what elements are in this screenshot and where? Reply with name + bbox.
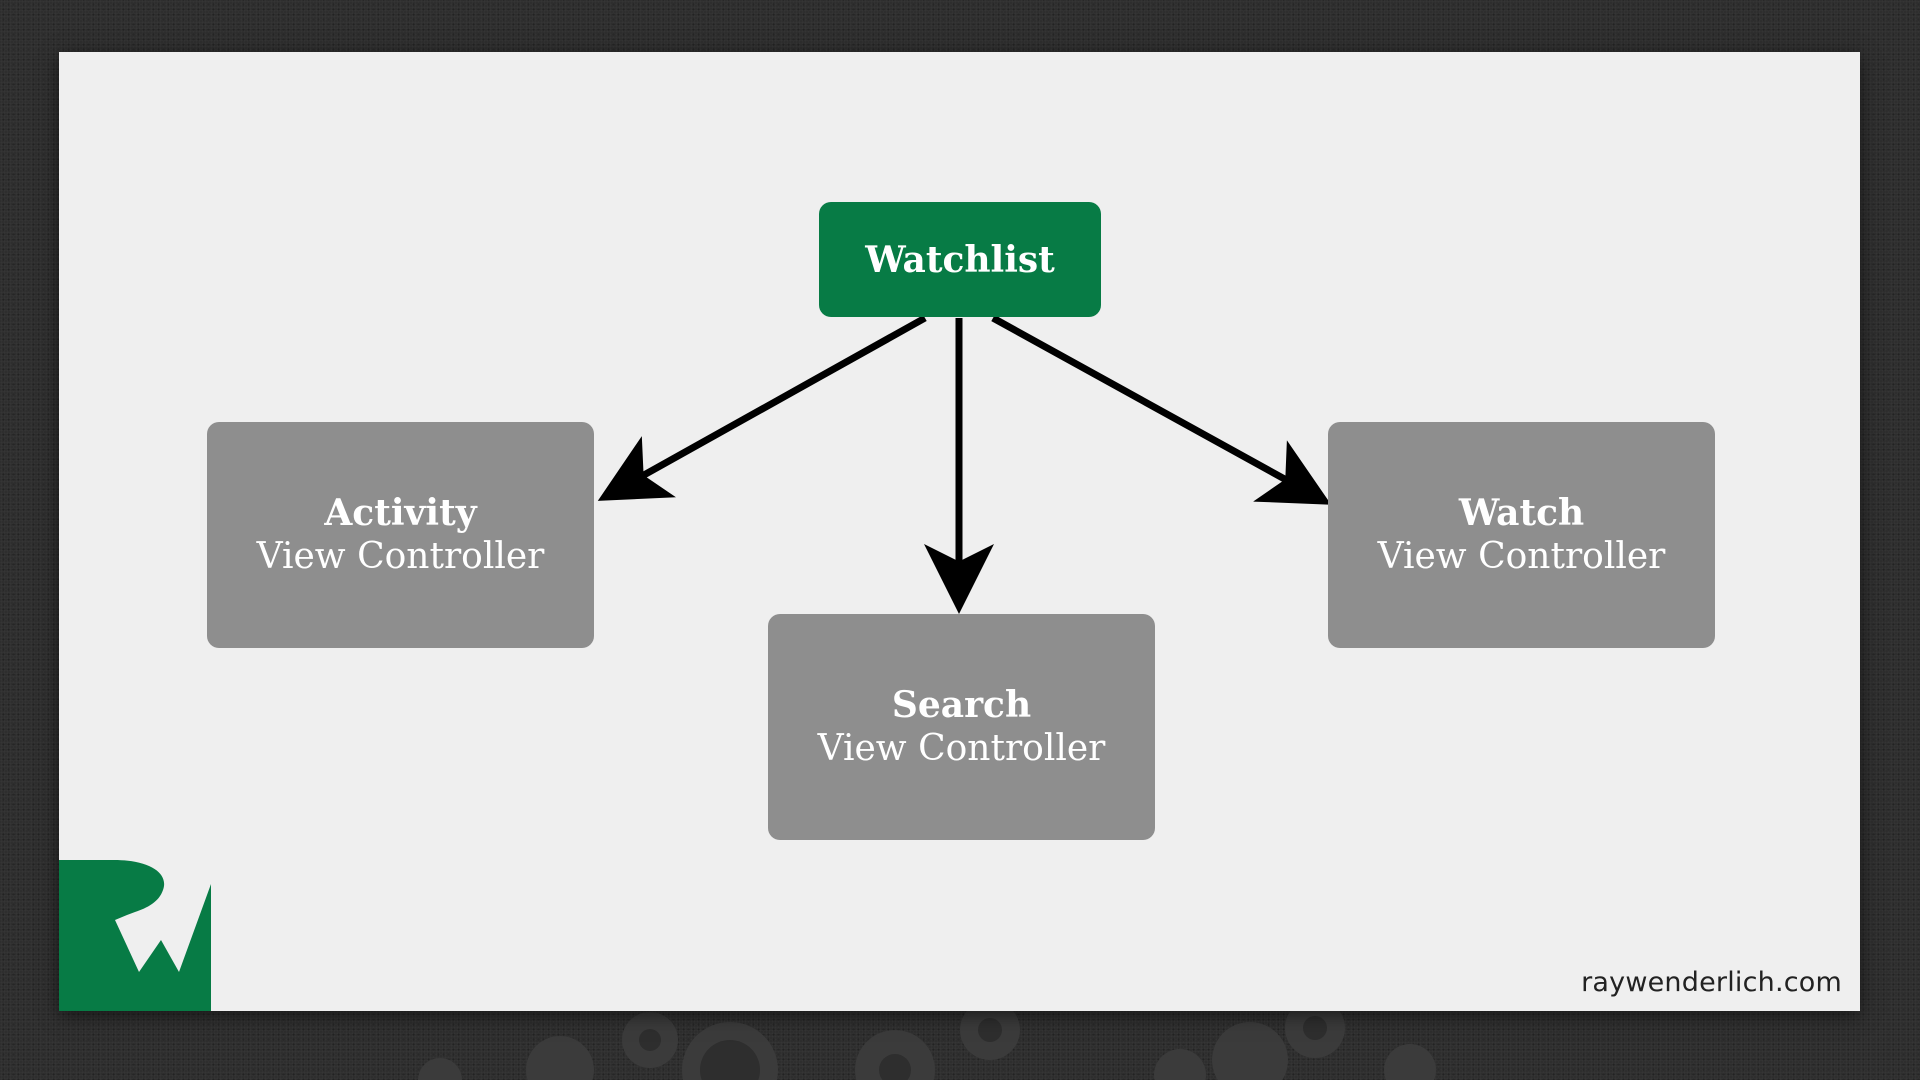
activity-node: Activity View Controller [207, 422, 594, 648]
slide: Watchlist Activity View Controller Searc… [59, 52, 1860, 1011]
watch-node-subtitle: View Controller [1377, 536, 1666, 577]
arrow-watchlist-to-watch [991, 314, 1332, 505]
activity-node-subtitle: View Controller [256, 536, 545, 577]
rw-logo-icon [59, 860, 211, 1011]
search-node: Search View Controller [768, 614, 1155, 840]
search-node-subtitle: View Controller [817, 728, 1106, 769]
watch-node: Watch View Controller [1328, 422, 1715, 648]
watchlist-node: Watchlist [819, 202, 1101, 317]
gears-decoration [418, 1010, 1436, 1080]
footer-url: raywenderlich.com [1581, 967, 1842, 998]
arrow-watchlist-to-activity [597, 314, 927, 501]
watchlist-node-label: Watchlist [865, 238, 1055, 281]
activity-node-title: Activity [324, 492, 477, 534]
search-node-title: Search [891, 684, 1032, 726]
diagram-arrows [597, 314, 1332, 614]
watch-node-title: Watch [1458, 492, 1585, 534]
